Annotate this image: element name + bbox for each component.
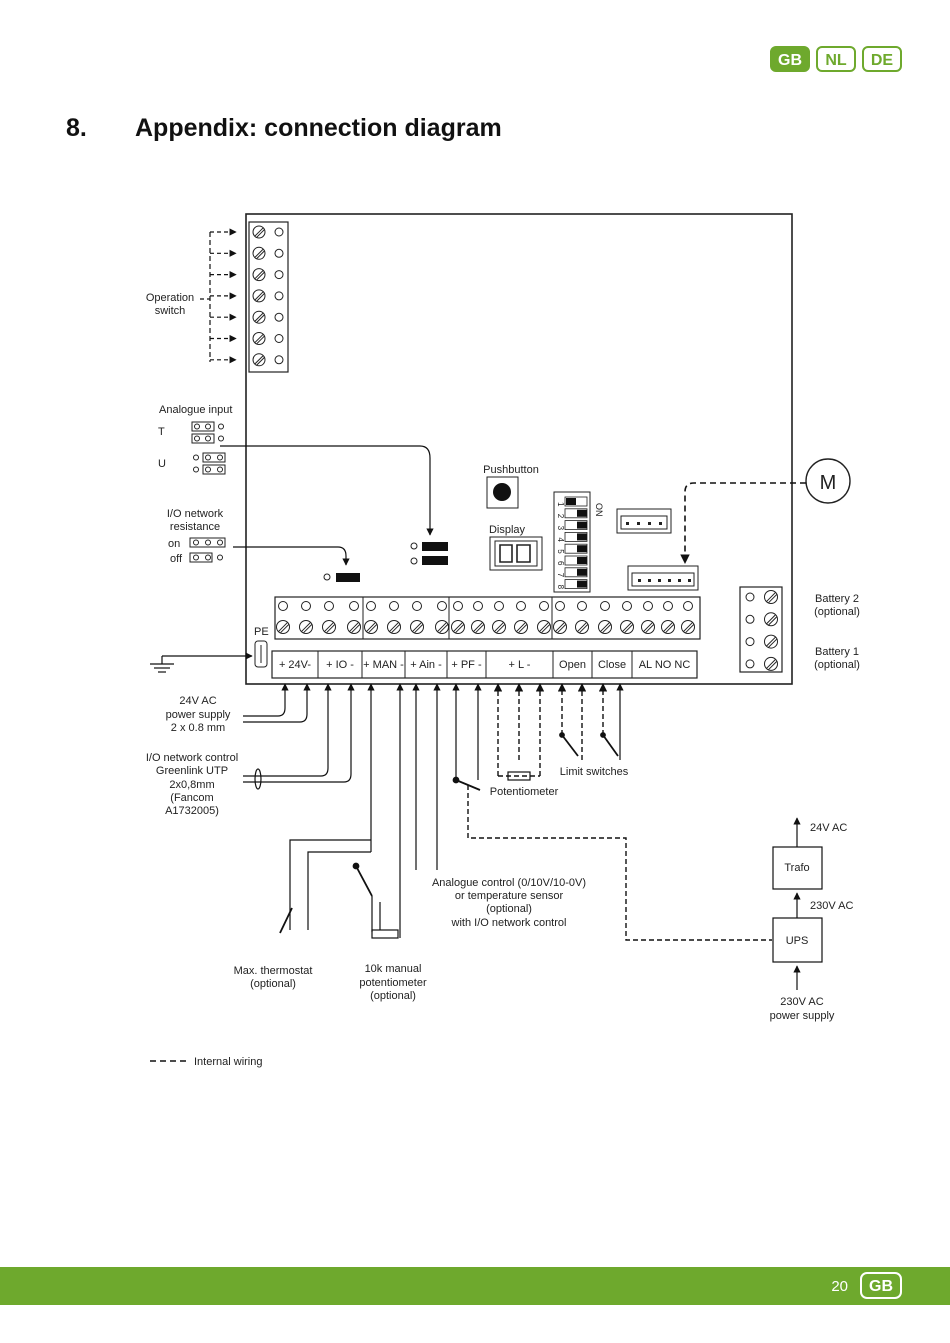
display-label: Display bbox=[489, 524, 526, 536]
page-title: 8. Appendix: connection diagram bbox=[66, 114, 502, 143]
lang-gb-button[interactable]: GB bbox=[770, 46, 810, 72]
io-control-label-2: Greenlink UTP bbox=[156, 765, 228, 777]
motor-label: M bbox=[820, 472, 837, 494]
power-chain bbox=[772, 817, 823, 990]
io-control-label-1: I/O network control bbox=[146, 752, 238, 764]
manual-potentiometer-symbol bbox=[371, 896, 399, 939]
pushbutton-label: Pushbutton bbox=[483, 464, 539, 476]
internal-wiring bbox=[467, 683, 772, 941]
terminal-label: + IO - bbox=[326, 659, 354, 671]
operation-switch-arrows bbox=[200, 232, 211, 362]
section-title: Appendix: connection diagram bbox=[135, 114, 502, 142]
analogue-jumpers bbox=[191, 421, 226, 475]
io-control-label-3: 2x0,8mm bbox=[169, 779, 214, 791]
analogue-input-label: Analogue input bbox=[159, 404, 232, 416]
terminal-label: + 24V- bbox=[279, 659, 311, 671]
io-on-label: on bbox=[168, 538, 180, 550]
dip-number: 4 bbox=[556, 537, 565, 542]
footer-bar: 20 GB bbox=[0, 1267, 950, 1305]
dip-number: 7 bbox=[556, 573, 565, 578]
trafo-label: Trafo bbox=[784, 862, 809, 874]
manual-pot-label-2: potentiometer bbox=[359, 977, 427, 989]
section-number: 8. bbox=[66, 114, 87, 142]
battery2-label-1: Battery 2 bbox=[815, 593, 859, 605]
io-resistance-label-2: resistance bbox=[170, 521, 220, 533]
limit-switches-label: Limit switches bbox=[560, 766, 629, 778]
terminal-label: Open bbox=[559, 659, 586, 671]
connector-upper bbox=[616, 508, 672, 534]
dip-number: 3 bbox=[556, 526, 565, 531]
lang-de-button[interactable]: DE bbox=[862, 46, 902, 72]
terminal-label: AL NO NC bbox=[639, 659, 691, 671]
dip-number: 8 bbox=[556, 585, 565, 590]
dip-number: 5 bbox=[556, 549, 565, 554]
terminal-label: + MAN - bbox=[363, 659, 404, 671]
page-number: 20 bbox=[831, 1278, 848, 1295]
pe-terminal bbox=[254, 640, 268, 668]
io-resistance-label-1: I/O network bbox=[167, 508, 224, 520]
language-selector: GB NL DE bbox=[770, 46, 902, 72]
jumper-u-label: U bbox=[158, 458, 166, 470]
dip-on-label: ON bbox=[594, 503, 604, 517]
manual-pot-label-1: 10k manual bbox=[365, 963, 422, 975]
thermostat-label-2: (optional) bbox=[250, 978, 296, 990]
terminal-label: Close bbox=[598, 659, 626, 671]
pe-label: PE bbox=[254, 626, 269, 638]
power24-label-3: 2 x 0.8 mm bbox=[171, 722, 225, 734]
potentiometer-label: Potentiometer bbox=[490, 786, 559, 798]
footer-language-badge: GB bbox=[860, 1272, 902, 1299]
analogue-control-label-2: or temperature sensor bbox=[455, 890, 564, 902]
display bbox=[489, 536, 543, 571]
dip-number: 6 bbox=[556, 561, 565, 566]
main-terminal-block: + 24V- + IO - + MAN - + Ain - + PF - + L - Ope… bbox=[271, 596, 701, 679]
ac230-label: 230V AC bbox=[810, 900, 853, 912]
power230-label-1: 230V AC bbox=[780, 996, 823, 1008]
battery1-label-2: (optional) bbox=[814, 659, 860, 671]
operation-switch-label-1: Operation bbox=[146, 292, 194, 304]
io-control-label-5: A1732005) bbox=[165, 805, 219, 817]
io-control-label-4: (Fancom bbox=[170, 792, 213, 804]
power24-label-1: 24V AC bbox=[179, 695, 216, 707]
terminal-label: + L - bbox=[509, 659, 531, 671]
operation-switch-block bbox=[248, 221, 289, 373]
pushbutton bbox=[486, 476, 519, 509]
manual-pot-label-3: (optional) bbox=[370, 990, 416, 1002]
operation-switch-label-2: switch bbox=[155, 305, 186, 317]
analogue-control-label-1: Analogue control (0/10V/10-0V) bbox=[432, 877, 586, 889]
legend-label: Internal wiring bbox=[194, 1056, 262, 1068]
terminal-label: + PF - bbox=[451, 659, 482, 671]
external-wiring bbox=[243, 683, 624, 938]
battery1-label-1: Battery 1 bbox=[815, 646, 859, 658]
ac24-label: 24V AC bbox=[810, 822, 847, 834]
dip-switch: 1 2 3 4 5 6 7 8 ON bbox=[553, 491, 604, 593]
earth-symbol bbox=[150, 656, 174, 673]
terminal-label: + Ain - bbox=[410, 659, 442, 671]
io-off-label: off bbox=[170, 553, 183, 565]
battery2-label-2: (optional) bbox=[814, 606, 860, 618]
jumper-t-label: T bbox=[158, 426, 165, 438]
battery-terminals bbox=[739, 586, 783, 673]
ups-label: UPS bbox=[786, 935, 809, 947]
potentiometer-symbol bbox=[507, 771, 531, 781]
connector-motor bbox=[627, 565, 699, 591]
analogue-control-label-3: (optional) bbox=[486, 903, 532, 915]
analogue-control-label-4: with I/O network control bbox=[451, 917, 567, 929]
power230-label-2: power supply bbox=[770, 1010, 835, 1022]
limit-switch-contacts bbox=[279, 732, 619, 934]
lang-nl-button[interactable]: NL bbox=[816, 46, 856, 72]
io-resistance-jumpers bbox=[189, 537, 226, 563]
dip-number: 2 bbox=[556, 514, 565, 519]
dip-number: 1 bbox=[556, 502, 565, 507]
operation-switch-terminals bbox=[252, 225, 284, 367]
controller-board bbox=[245, 213, 793, 685]
board-jumpers bbox=[323, 542, 448, 582]
thermostat-label-1: Max. thermostat bbox=[234, 965, 313, 977]
motor-symbol bbox=[805, 458, 851, 504]
power24-label-2: power supply bbox=[166, 709, 231, 721]
